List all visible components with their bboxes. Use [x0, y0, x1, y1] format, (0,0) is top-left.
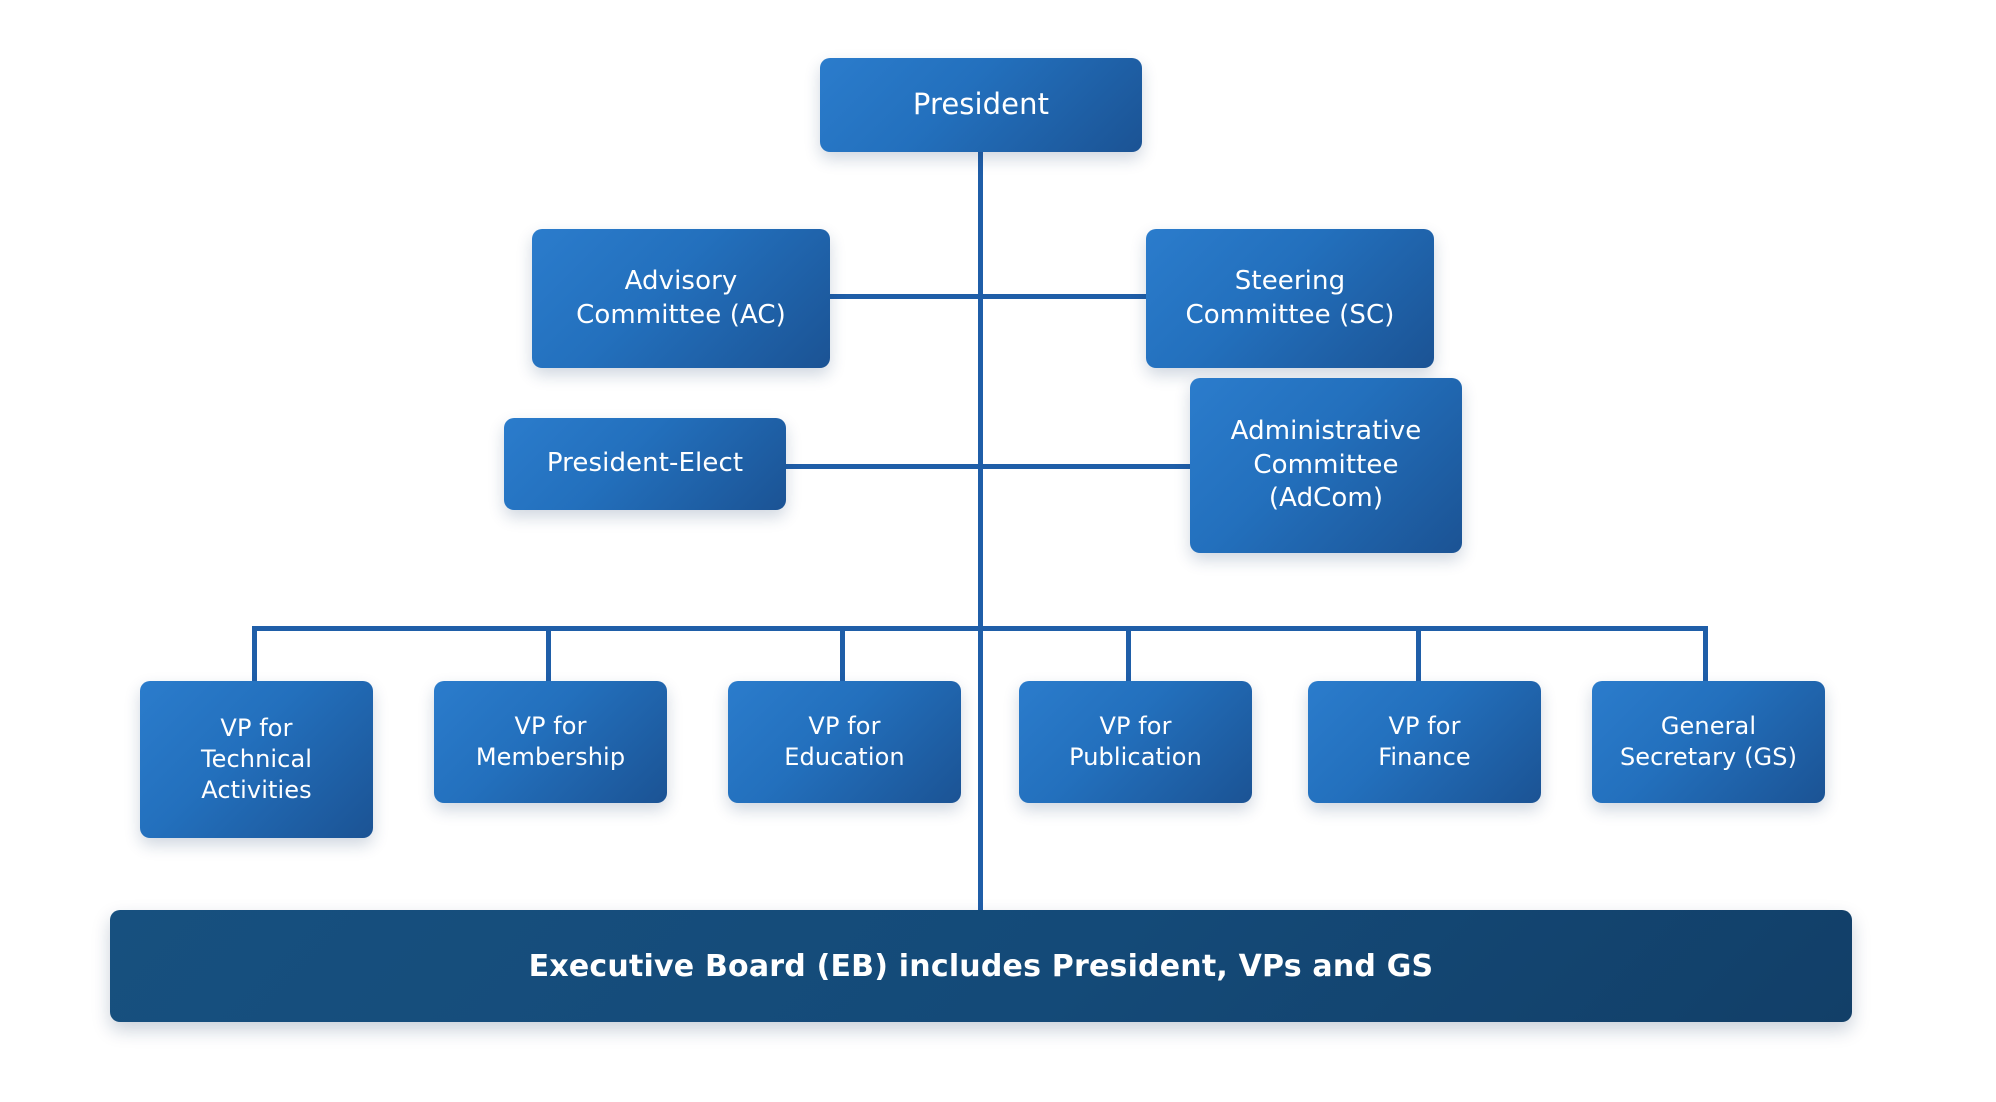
connector-drop-vp-publication — [1126, 626, 1131, 682]
connector-tier3-horizontal — [786, 464, 1204, 469]
connector-drop-vp-technical — [252, 626, 257, 682]
node-vp-publication[interactable]: VP for Publication — [1019, 681, 1252, 803]
connector-drop-vp-membership — [546, 626, 551, 682]
node-executive-board-banner[interactable]: Executive Board (EB) includes President,… — [110, 910, 1852, 1022]
node-vp-technical-activities-label: VP for Technical Activities — [200, 713, 313, 805]
node-vp-finance-label: VP for Finance — [1378, 711, 1471, 771]
node-president[interactable]: President — [820, 58, 1142, 152]
node-vp-technical-activities[interactable]: VP for Technical Activities — [140, 681, 373, 838]
connector-drop-general-secretary — [1703, 626, 1708, 682]
node-president-label: President — [912, 87, 1050, 122]
connector-drop-vp-finance — [1416, 626, 1421, 682]
node-vp-education-label: VP for Education — [784, 711, 905, 771]
node-steering-committee-label: Steering Committee (SC) — [1185, 265, 1395, 330]
node-administrative-committee[interactable]: Administrative Committee (AdCom) — [1190, 378, 1462, 553]
connector-trunk-vertical — [978, 128, 983, 916]
node-general-secretary[interactable]: General Secretary (GS) — [1592, 681, 1825, 803]
node-president-elect[interactable]: President-Elect — [504, 418, 786, 510]
connector-drop-vp-education — [840, 626, 845, 682]
node-advisory-committee-label: Advisory Committee (AC) — [576, 265, 786, 330]
connector-tier2-horizontal — [830, 294, 1150, 299]
node-vp-education[interactable]: VP for Education — [728, 681, 961, 803]
node-administrative-committee-label: Administrative Committee (AdCom) — [1230, 415, 1422, 514]
node-vp-membership-label: VP for Membership — [475, 711, 626, 771]
node-president-elect-label: President-Elect — [546, 448, 744, 479]
node-vp-publication-label: VP for Publication — [1069, 711, 1202, 771]
node-vp-finance[interactable]: VP for Finance — [1308, 681, 1541, 803]
node-steering-committee[interactable]: Steering Committee (SC) — [1146, 229, 1434, 368]
node-executive-board-label: Executive Board (EB) includes President,… — [528, 948, 1434, 984]
connector-vp-bus-horizontal — [252, 626, 1708, 631]
node-advisory-committee[interactable]: Advisory Committee (AC) — [532, 229, 830, 368]
node-vp-membership[interactable]: VP for Membership — [434, 681, 667, 803]
node-general-secretary-label: General Secretary (GS) — [1619, 711, 1798, 771]
